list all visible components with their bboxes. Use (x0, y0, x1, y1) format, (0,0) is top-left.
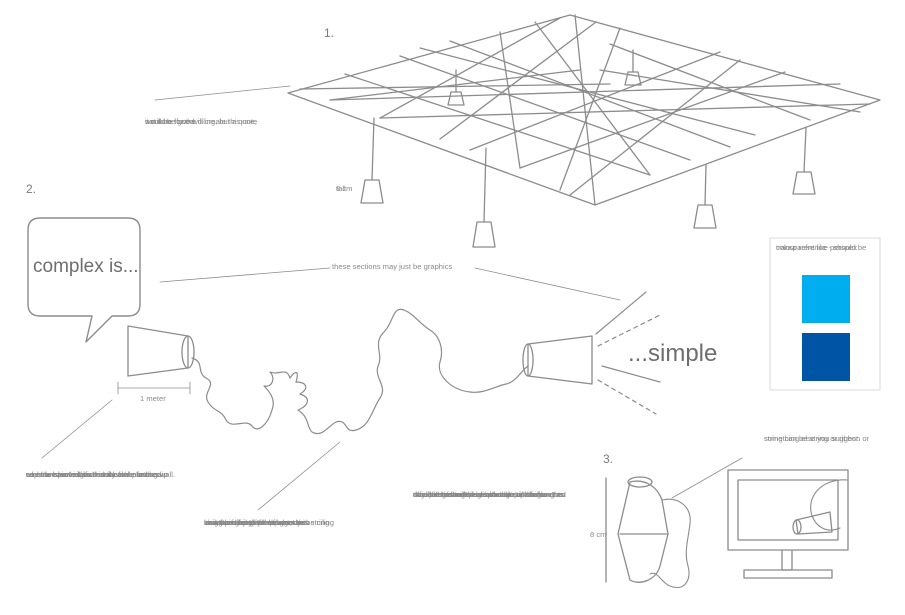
complex-label: complex is... (33, 256, 139, 277)
ceiling-grid (287, 14, 881, 206)
graphics-note: these sections may just be graphics (332, 262, 453, 271)
colour-reference-frame (769, 237, 881, 391)
sweets-container (605, 476, 691, 588)
tangled-string (191, 308, 529, 435)
left-cup (127, 325, 195, 377)
one-meter-label: 1 meter (140, 394, 166, 403)
simple-label: ...simple (628, 340, 718, 367)
speech-bubble (27, 217, 141, 343)
colour-swatch-light-blue (802, 275, 850, 323)
right-cup (522, 335, 593, 385)
small-height-label: 8 cm (590, 530, 607, 539)
section-3-number: 3. (603, 452, 614, 466)
monitor (727, 469, 849, 579)
section-1-number: 1. (324, 26, 335, 40)
ceiling-cups (360, 49, 816, 248)
ceiling-leader (154, 85, 291, 101)
section-2-number: 2. (26, 182, 37, 196)
leader-lines (41, 267, 743, 511)
colour-swatch-dark-blue (802, 333, 850, 381)
sound-lines (595, 291, 663, 415)
